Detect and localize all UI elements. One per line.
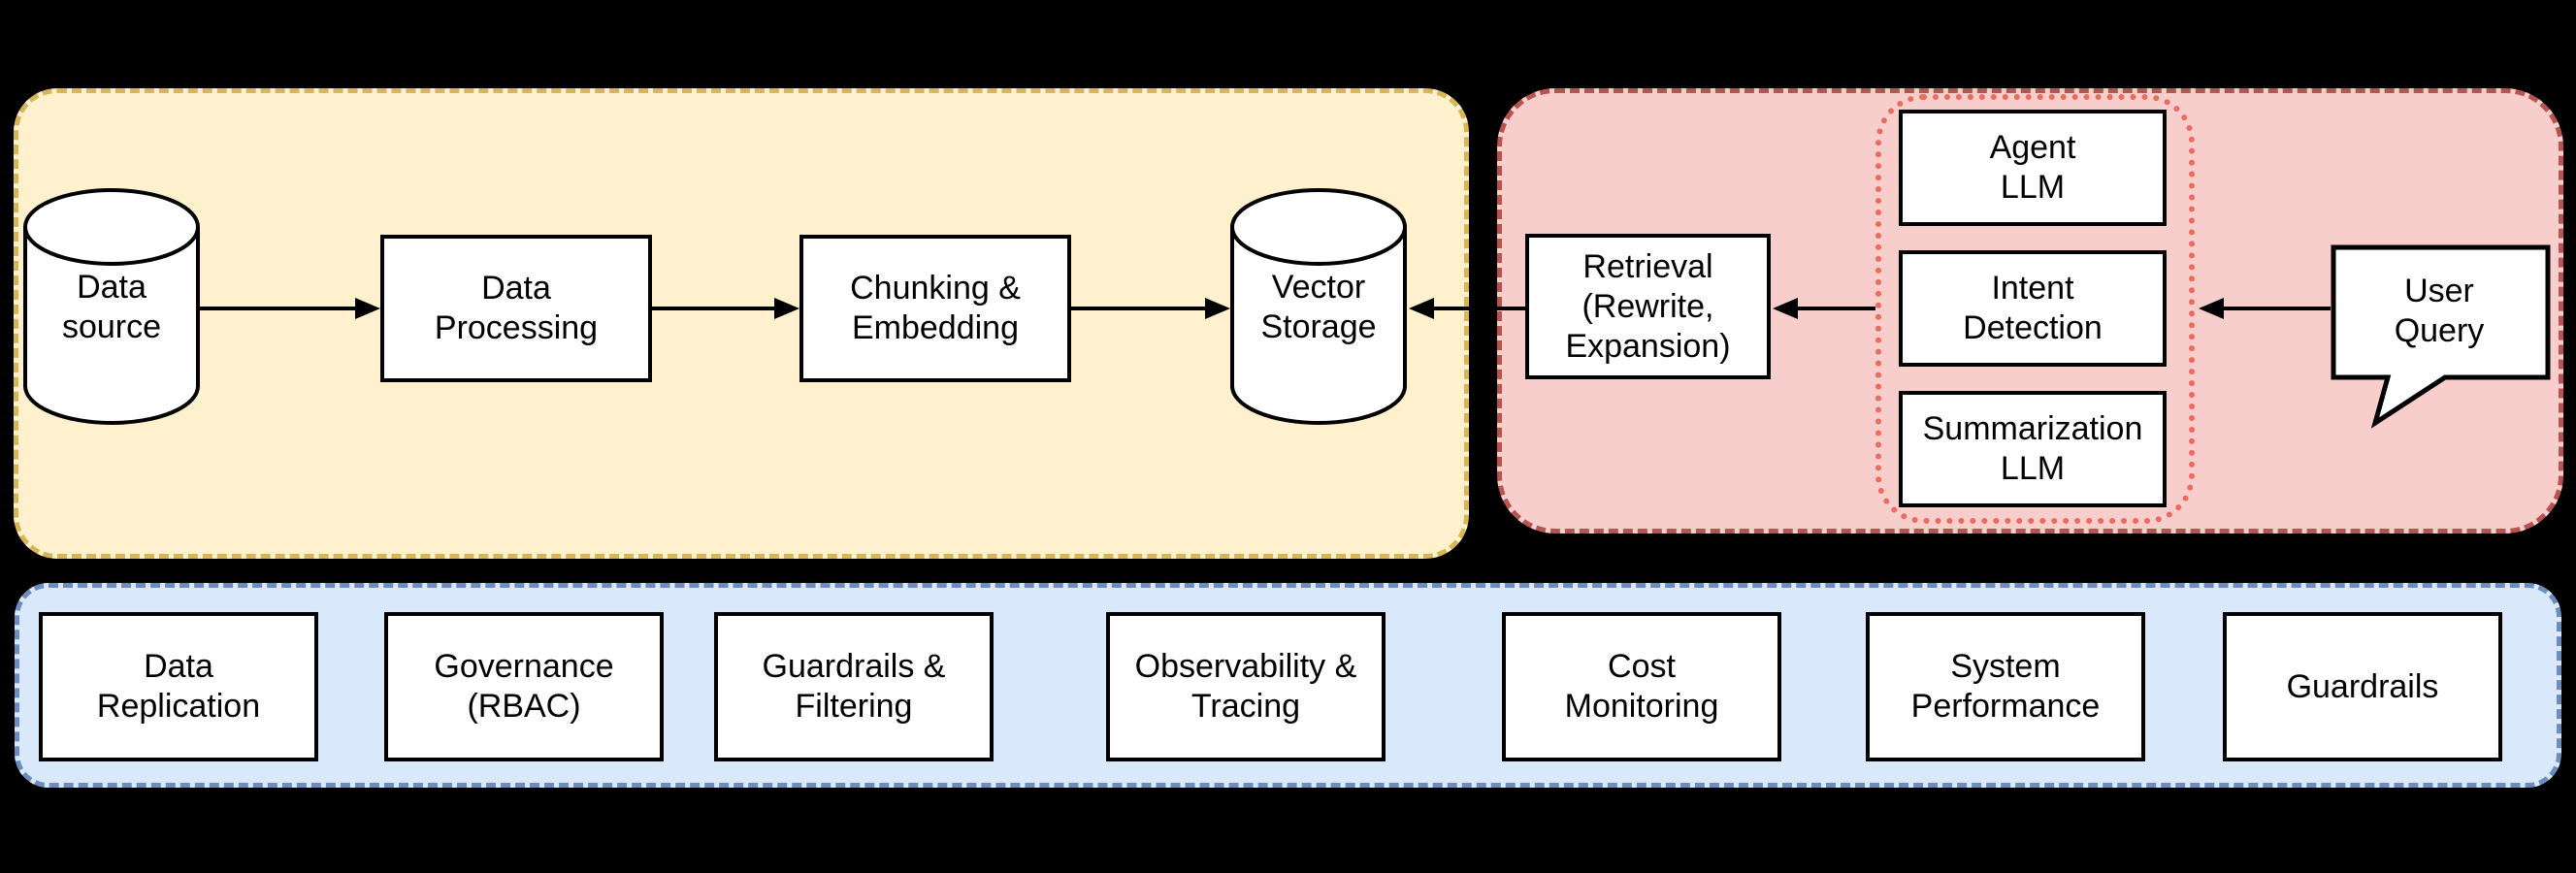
agent-llm-node: Agent LLM: [1899, 110, 2167, 226]
platform-item-system-performance: System Performance: [1866, 612, 2145, 761]
platform-item-label: Observability & Tracing: [1134, 648, 1357, 725]
data-source-label: Data source: [61, 269, 162, 345]
arrow-source-to-processing-head: [355, 298, 380, 319]
platform-item-label: System Performance: [1910, 648, 2101, 725]
platform-item-governance: Governance (RBAC): [384, 612, 664, 761]
platform-item-data-replication: Data Replication: [39, 612, 318, 761]
user-query-label: User Query: [2394, 272, 2485, 349]
chunking-embedding-node: Chunking & Embedding: [799, 235, 1071, 382]
data-processing-node: Data Processing: [380, 235, 652, 382]
arrow-source-to-processing-line: [200, 307, 359, 310]
arrow-processing-to-chunking-line: [652, 307, 778, 310]
chunking-embedding-label: Chunking & Embedding: [850, 270, 1021, 346]
platform-item-guardrails: Guardrails: [2223, 612, 2502, 761]
platform-item-label: Governance (RBAC): [434, 648, 614, 725]
arrow-chunking-to-vector-line: [1071, 307, 1209, 310]
arrow-chunking-to-vector-head: [1205, 298, 1230, 319]
platform-item-label: Guardrails & Filtering: [762, 648, 946, 725]
summarization-llm-node: Summarization LLM: [1899, 391, 2167, 507]
user-query-node: User Query: [2331, 244, 2554, 429]
ingestion-panel: [14, 88, 1469, 559]
database-cylinder-icon: [23, 188, 200, 425]
platform-item-label: Cost Monitoring: [1564, 648, 1719, 725]
arrow-retrieval-to-vector-head: [1409, 298, 1434, 319]
data-source-node: Data source: [23, 188, 200, 427]
arrow-retrieval-to-vector-line: [1432, 307, 1525, 310]
summarization-llm-label: Summarization LLM: [1922, 410, 2143, 487]
arrow-llmgroup-to-retrieval-head: [1773, 298, 1798, 319]
llm-group-container: [1875, 94, 2195, 524]
platform-item-cost-monitoring: Cost Monitoring: [1502, 612, 1781, 761]
retrieval-node: Retrieval (Rewrite, Expansion): [1525, 234, 1771, 379]
platform-item-label: Guardrails: [2286, 667, 2439, 705]
vector-storage-node: Vector Storage: [1230, 188, 1407, 427]
agent-llm-label: Agent LLM: [1989, 129, 2076, 206]
data-processing-label: Data Processing: [434, 270, 599, 346]
speech-bubble-icon: [2331, 244, 2551, 429]
arrow-query-to-llmgroup-line: [2222, 307, 2331, 310]
platform-item-label: Data Replication: [96, 648, 261, 725]
retrieval-label: Retrieval (Rewrite, Expansion): [1565, 247, 1731, 365]
intent-detection-node: Intent Detection: [1899, 250, 2167, 367]
intent-detection-label: Intent Detection: [1963, 270, 2103, 346]
platform-item-guardrails-filtering: Guardrails & Filtering: [714, 612, 994, 761]
arrow-query-to-llmgroup-head: [2199, 298, 2224, 319]
arrow-llmgroup-to-retrieval-line: [1796, 307, 1875, 310]
database-cylinder-icon: [1230, 188, 1407, 425]
arrow-processing-to-chunking-head: [774, 298, 799, 319]
platform-item-observability: Observability & Tracing: [1106, 612, 1386, 761]
vector-storage-label: Vector Storage: [1260, 269, 1377, 345]
